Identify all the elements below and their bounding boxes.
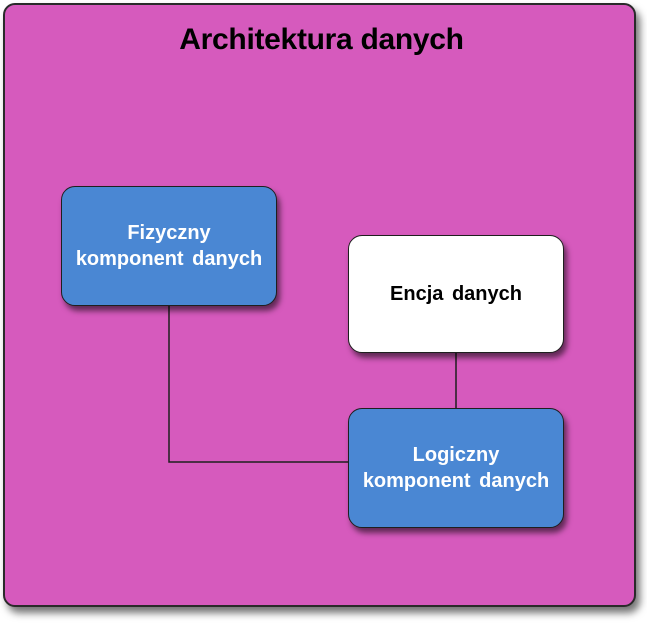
diagram-title: Architektura danych	[179, 23, 464, 56]
node-logiczny-komponent-danych[interactable]: Logiczny komponent danych	[348, 408, 564, 528]
edge-fizyczny-logiczny	[168, 306, 348, 463]
node-fizyczny-komponent-danych[interactable]: Fizyczny komponent danych	[61, 186, 277, 306]
node-encja-danych[interactable]: Encja danych	[348, 235, 564, 353]
